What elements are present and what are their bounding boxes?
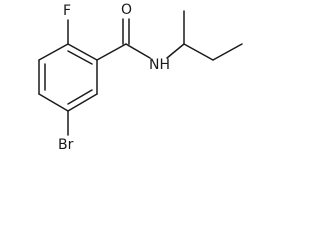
bond-ring-c1-c2: [38, 43, 69, 61]
bond-ring-c3-c4: [38, 93, 69, 112]
oxygen-label: O: [121, 2, 132, 18]
bond-ring-to-carbonyl: [96, 43, 127, 61]
bond-ring-c4-c5: [67, 93, 98, 112]
chemical-structure: F O NH Br: [38, 2, 243, 153]
bond-ring-c4-c5-inner: [67, 89, 93, 105]
bond-ring-c6-c1-inner: [67, 50, 93, 65]
benzene-ring: [38, 43, 98, 112]
bromine-label: Br: [58, 137, 74, 153]
bond-ch-to-ch2: [183, 43, 214, 61]
fluorine-label: F: [63, 3, 71, 19]
bond-ch2-to-ch3: [212, 43, 243, 61]
bond-ring-c6-c1: [67, 43, 98, 61]
bond-carbonyl-to-nitrogen: [125, 43, 151, 59]
nitrogen-label: NH: [149, 57, 170, 73]
bond-nitrogen-to-ch: [166, 43, 185, 59]
